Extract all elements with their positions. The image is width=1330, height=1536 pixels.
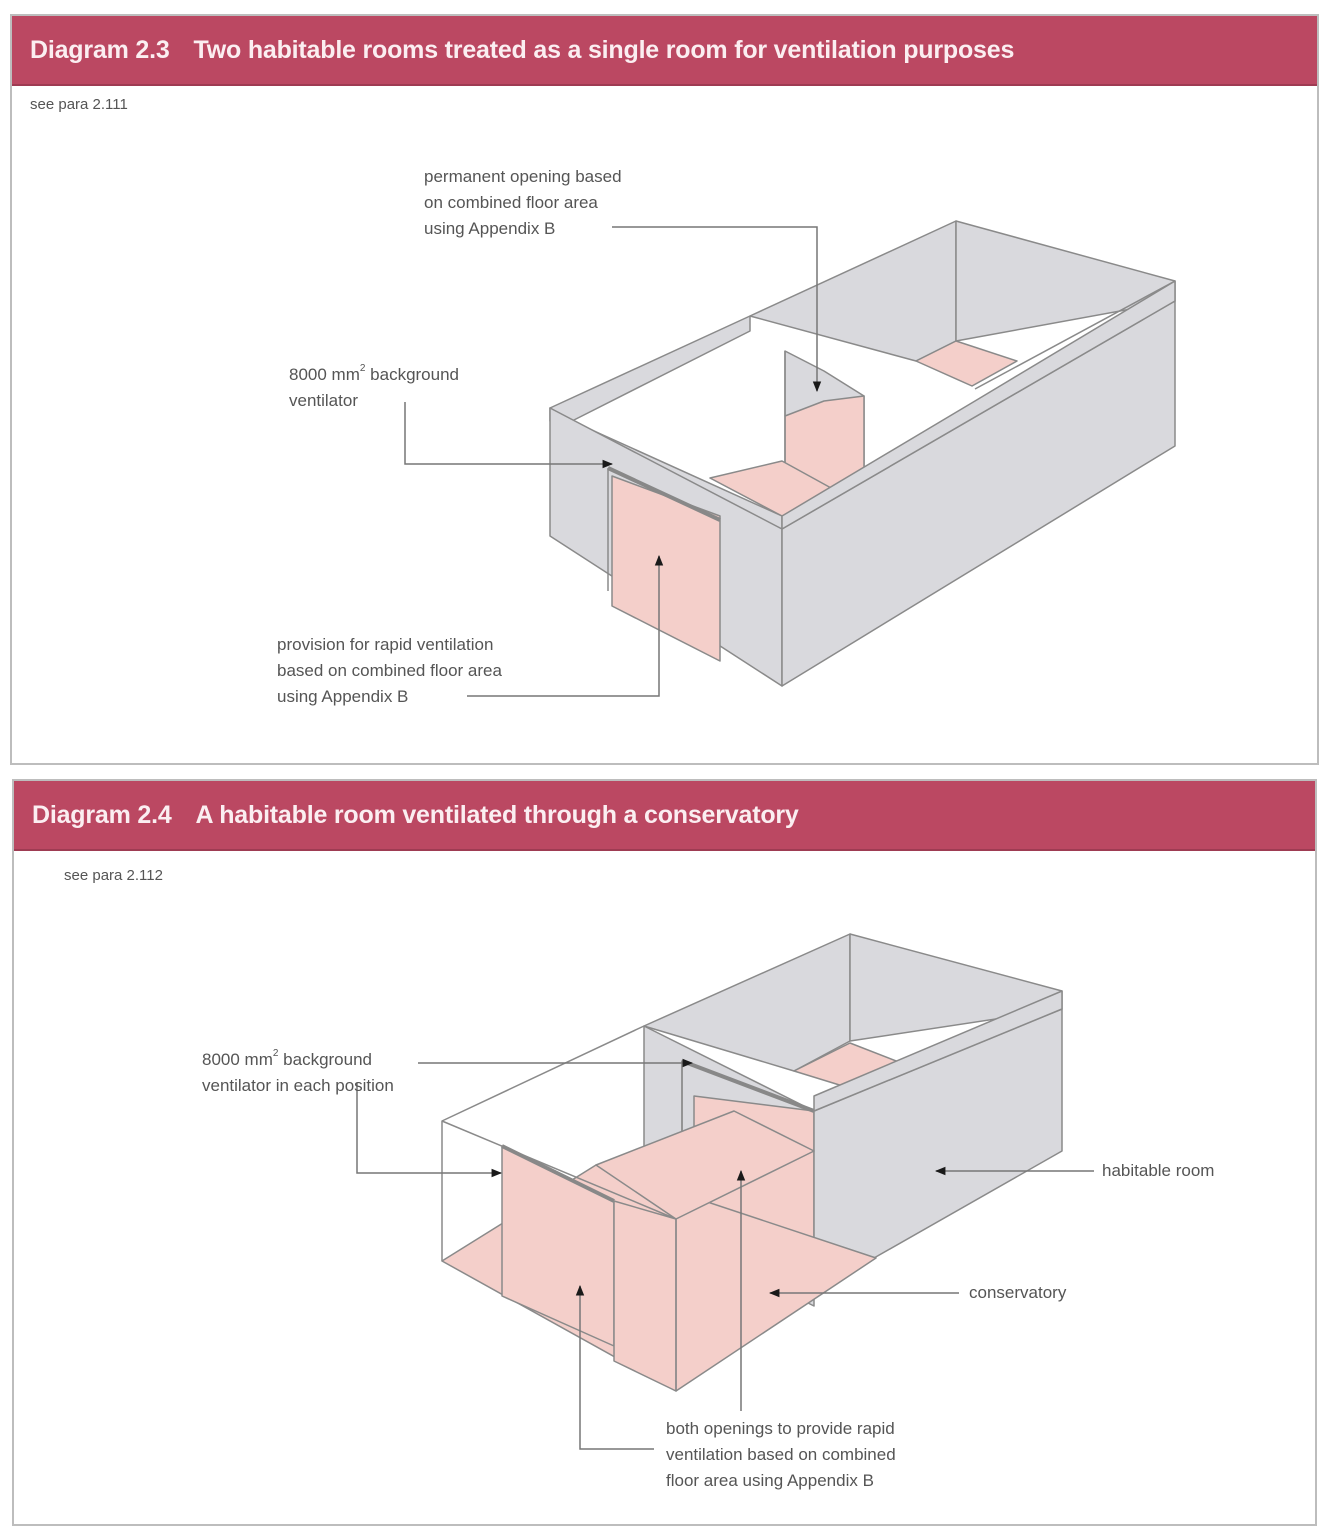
conservatory-label: conservatory — [969, 1283, 1067, 1302]
background-ventilator-label: 8000 mm2 background ventilator — [289, 362, 459, 414]
rapid-ventilation-label: provision for rapid ventilation based on… — [277, 635, 502, 706]
diagram-number: Diagram 2.4 — [32, 800, 172, 829]
para-reference: see para 2.112 — [64, 867, 163, 884]
diagram-number: Diagram 2.3 — [30, 35, 170, 64]
two-rooms-isometric-drawing — [404, 220, 1176, 697]
ventilator-sup: 2 — [359, 363, 366, 374]
diagram-2-4-title-bar: Diagram 2.4 A habitable room ventilated … — [14, 781, 1315, 851]
ventilator-rest: background ventilator — [289, 365, 460, 410]
back-wall — [749, 220, 957, 362]
diagram-title: A habitable room ventilated through a co… — [195, 800, 799, 829]
background-ventilator-label: 8000 mm2 background ventilator in each p… — [202, 1047, 394, 1099]
habitable-room-label: habitable room — [1102, 1161, 1215, 1180]
ventilator-value: 8000 mm — [289, 365, 360, 384]
conservatory-isometric-drawing — [356, 933, 1094, 1450]
ventilator-sup: 2 — [272, 1048, 279, 1059]
para-reference: see para 2.111 — [30, 96, 128, 113]
ventilator-value: 8000 mm — [202, 1050, 273, 1069]
diagram-title: Two habitable rooms treated as a single … — [193, 35, 1015, 64]
both-openings-label: both openings to provide rapid ventilati… — [666, 1419, 896, 1490]
diagram-2-3-title-bar: Diagram 2.3 Two habitable rooms treated … — [12, 16, 1317, 86]
permanent-opening-label: permanent opening based on combined floo… — [424, 167, 622, 238]
ventilator-rest: background ventilator in each position — [202, 1050, 394, 1095]
diagram-2-3-panel: Diagram 2.3 Two habitable rooms treated … — [10, 14, 1319, 765]
diagram-2-4-panel: Diagram 2.4 A habitable room ventilated … — [12, 779, 1317, 1526]
